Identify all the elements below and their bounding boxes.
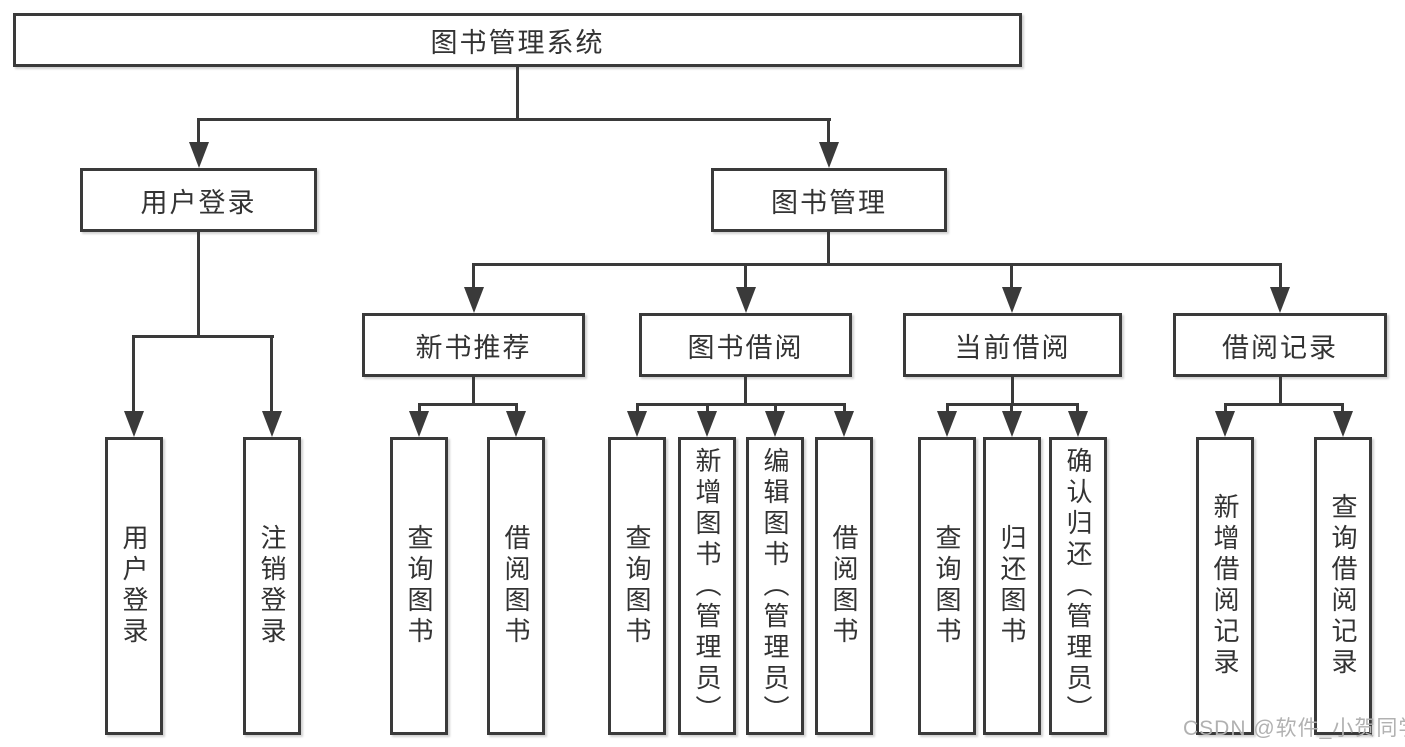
node-user-login-label: 用户登录 bbox=[140, 187, 257, 218]
connector-arrowhead-icon bbox=[506, 411, 526, 437]
connector-line bbox=[774, 403, 777, 413]
leaf-bb-borrow-books: 借阅图书 bbox=[815, 437, 873, 735]
connector-arrowhead-icon bbox=[765, 411, 785, 437]
leaf-cb-confirm-return-admin-label: 确认归还（管理员） bbox=[1063, 446, 1093, 726]
connector-line bbox=[636, 403, 639, 413]
leaf-cb-query-books-label: 查询图书 bbox=[932, 524, 962, 648]
connector-arrowhead-icon bbox=[1002, 411, 1022, 437]
connector-arrowhead-icon bbox=[1270, 287, 1290, 313]
connector-line bbox=[472, 377, 475, 406]
connector-arrowhead-icon bbox=[834, 411, 854, 437]
node-borrow-records-label: 借阅记录 bbox=[1222, 332, 1338, 363]
connector-line bbox=[515, 403, 518, 413]
connector-arrowhead-icon bbox=[1068, 411, 1088, 437]
leaf-br-query-record-label: 查询借阅记录 bbox=[1328, 493, 1358, 679]
leaf-bb-borrow-books-label: 借阅图书 bbox=[829, 524, 859, 648]
leaf-rec-query-books-label: 查询图书 bbox=[404, 524, 434, 648]
connector-arrowhead-icon bbox=[409, 411, 429, 437]
connector-line bbox=[1010, 263, 1013, 287]
node-book-management: 图书管理 bbox=[711, 168, 947, 232]
connector-line bbox=[516, 67, 519, 121]
connector-line bbox=[1010, 403, 1013, 413]
node-book-management-label: 图书管理 bbox=[771, 187, 887, 218]
connector-line bbox=[418, 403, 517, 406]
node-book-borrow: 图书借阅 bbox=[639, 313, 852, 377]
connector-line bbox=[472, 263, 475, 287]
node-user-login: 用户登录 bbox=[80, 168, 317, 232]
connector-line bbox=[418, 403, 421, 413]
connector-line bbox=[706, 403, 709, 413]
connector-line bbox=[1279, 377, 1282, 406]
leaf-bb-edit-books-admin: 编辑图书（管理员） bbox=[746, 437, 804, 735]
leaf-cb-return-books-label: 归还图书 bbox=[997, 524, 1027, 648]
connector-line bbox=[744, 377, 747, 406]
connector-line bbox=[843, 403, 846, 413]
connector-arrowhead-icon bbox=[1002, 287, 1022, 313]
leaf-rec-borrow-books: 借阅图书 bbox=[487, 437, 545, 735]
connector-line bbox=[946, 403, 949, 413]
leaf-br-add-record: 新增借阅记录 bbox=[1196, 437, 1254, 735]
leaf-br-query-record: 查询借阅记录 bbox=[1314, 437, 1372, 735]
leaf-bb-query-books: 查询图书 bbox=[608, 437, 666, 735]
connector-line bbox=[1224, 403, 1344, 406]
connector-arrowhead-icon bbox=[189, 142, 209, 168]
connector-line bbox=[1224, 403, 1227, 413]
connector-line bbox=[1076, 403, 1079, 413]
connector-arrowhead-icon bbox=[736, 287, 756, 313]
connector-line bbox=[197, 232, 200, 337]
leaf-cb-query-books: 查询图书 bbox=[918, 437, 976, 735]
connector-arrowhead-icon bbox=[1333, 411, 1353, 437]
connector-line bbox=[1279, 263, 1282, 287]
connector-line bbox=[270, 335, 273, 411]
connector-line bbox=[636, 403, 845, 406]
node-book-borrow-label: 图书借阅 bbox=[687, 332, 804, 363]
connector-arrowhead-icon bbox=[697, 411, 717, 437]
connector-line bbox=[472, 263, 1282, 266]
leaf-logout-label: 注销登录 bbox=[257, 524, 287, 648]
connector-line bbox=[197, 118, 831, 121]
connector-line bbox=[132, 335, 135, 411]
connector-arrowhead-icon bbox=[627, 411, 647, 437]
leaf-bb-add-books-admin-label: 新增图书（管理员） bbox=[692, 446, 722, 726]
watermark: CSDN @软件_小贺同学 bbox=[1183, 717, 1405, 740]
connector-line bbox=[744, 263, 747, 287]
connector-arrowhead-icon bbox=[819, 142, 839, 168]
connector-line bbox=[1011, 377, 1014, 406]
node-borrow-records: 借阅记录 bbox=[1173, 313, 1387, 377]
leaf-rec-borrow-books-label: 借阅图书 bbox=[501, 524, 531, 648]
connector-arrowhead-icon bbox=[124, 411, 144, 437]
connector-line bbox=[827, 232, 830, 265]
node-current-borrow-label: 当前借阅 bbox=[954, 332, 1071, 363]
connector-line bbox=[132, 335, 274, 338]
connector-arrowhead-icon bbox=[464, 287, 484, 313]
leaf-bb-query-books-label: 查询图书 bbox=[622, 524, 652, 648]
leaf-user-login: 用户登录 bbox=[105, 437, 163, 735]
connector-arrowhead-icon bbox=[262, 411, 282, 437]
leaf-logout: 注销登录 bbox=[243, 437, 301, 735]
node-new-book-recommend-label: 新书推荐 bbox=[415, 332, 532, 363]
connector-line bbox=[197, 118, 200, 142]
leaf-user-login-label: 用户登录 bbox=[119, 524, 149, 648]
leaf-cb-confirm-return-admin: 确认归还（管理员） bbox=[1049, 437, 1107, 735]
node-library-system: 图书管理系统 bbox=[13, 13, 1022, 67]
leaf-bb-edit-books-admin-label: 编辑图书（管理员） bbox=[760, 446, 790, 726]
connector-arrowhead-icon bbox=[1215, 411, 1235, 437]
connector-arrowhead-icon bbox=[937, 411, 957, 437]
leaf-rec-query-books: 查询图书 bbox=[390, 437, 448, 735]
node-current-borrow: 当前借阅 bbox=[903, 313, 1122, 377]
leaf-bb-add-books-admin: 新增图书（管理员） bbox=[678, 437, 736, 735]
node-library-system-label: 图书管理系统 bbox=[430, 27, 605, 58]
connector-line bbox=[827, 118, 830, 142]
leaf-cb-return-books: 归还图书 bbox=[983, 437, 1041, 735]
connector-line bbox=[1341, 403, 1344, 413]
node-new-book-recommend: 新书推荐 bbox=[362, 313, 585, 377]
leaf-br-add-record-label: 新增借阅记录 bbox=[1210, 493, 1240, 679]
